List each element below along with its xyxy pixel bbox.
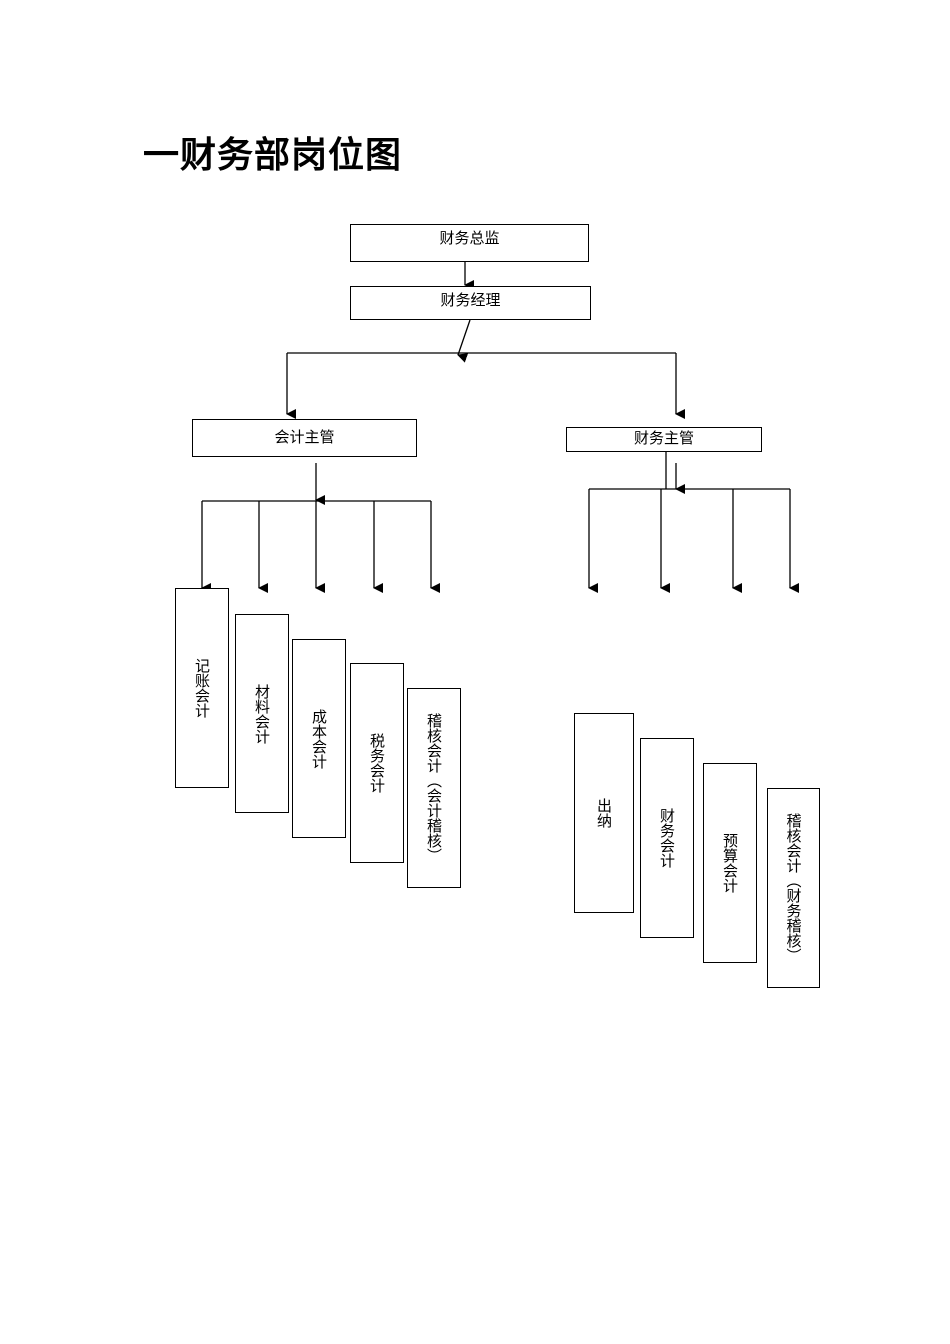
role-label: 稽核会计（会计稽核） bbox=[425, 713, 443, 863]
role-label: 税务会计 bbox=[368, 733, 386, 793]
arrow-manager-to-branch bbox=[457, 319, 471, 363]
role-box-finance-2: 财务会计 bbox=[640, 738, 694, 938]
page-title: 一财务部岗位图 bbox=[143, 135, 403, 176]
role-label: 财务会计 bbox=[658, 808, 676, 868]
accounting-supervisor-box: 会计主管 bbox=[192, 419, 417, 457]
manager-label: 财务经理 bbox=[440, 291, 501, 309]
role-box-accounting-4: 税务会计 bbox=[350, 663, 404, 863]
accounting-supervisor-label: 会计主管 bbox=[274, 428, 335, 446]
director-label: 财务总监 bbox=[439, 229, 500, 247]
role-box-accounting-3: 成本会计 bbox=[292, 639, 346, 838]
role-label: 记账会计 bbox=[193, 658, 211, 718]
finance-supervisor-box: 财务主管 bbox=[566, 427, 762, 452]
role-box-accounting-2: 材料会计 bbox=[235, 614, 289, 813]
role-box-finance-4: 稽核会计（财务稽核） bbox=[767, 788, 820, 988]
role-box-finance-3: 预算会计 bbox=[703, 763, 757, 963]
manager-box: 财务经理 bbox=[350, 286, 591, 320]
role-label: 预算会计 bbox=[721, 833, 739, 893]
role-label: 材料会计 bbox=[253, 683, 271, 744]
role-label: 出纳 bbox=[595, 798, 613, 828]
role-box-accounting-1: 记账会计 bbox=[175, 588, 229, 788]
role-label: 稽核会计（财务稽核） bbox=[784, 813, 803, 963]
role-box-accounting-5: 稽核会计（会计稽核） bbox=[407, 688, 461, 888]
role-label: 成本会计 bbox=[310, 708, 328, 769]
finance-supervisor-label: 财务主管 bbox=[633, 429, 694, 447]
director-box: 财务总监 bbox=[350, 224, 589, 262]
role-box-finance-1: 出纳 bbox=[574, 713, 634, 913]
